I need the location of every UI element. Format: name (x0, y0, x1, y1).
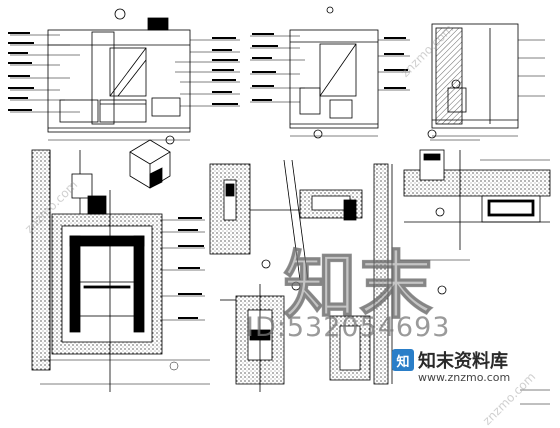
detail-section-3 (220, 284, 285, 392)
detail-right-leaders (400, 139, 550, 261)
elevation-2-annotation-text (252, 33, 408, 101)
elevation-1-leaders (10, 34, 240, 113)
elevation-2 (289, 6, 379, 139)
detail-section-1 (209, 163, 300, 269)
elevation-3 (427, 23, 519, 139)
isometric-cube (129, 139, 171, 189)
brand-name: 知末资料库 (418, 351, 508, 372)
elevation-1-annotation-text (8, 32, 238, 111)
watermark-chinese-mark: 知末 (283, 243, 435, 330)
brand-logo-icon: 知 (392, 349, 414, 371)
elevation-2-leaders (250, 35, 410, 103)
shaft-section-plan (51, 150, 163, 392)
brand-url: www.znzmo.com (418, 371, 511, 384)
watermark-id: ID:532054693 (246, 312, 451, 343)
shaft-annotation-text (178, 217, 204, 319)
detail-section-2 (283, 159, 363, 291)
shaft-leaders (40, 219, 210, 385)
elevation-3-leaders (518, 39, 545, 97)
dimension-lines (48, 135, 550, 405)
elevation-1 (47, 8, 191, 145)
detail-section-4 (329, 163, 393, 385)
wall-section-left (31, 149, 51, 371)
brand-watermark: 知 知末资料库 (392, 347, 508, 373)
detail-section-right (403, 149, 551, 295)
